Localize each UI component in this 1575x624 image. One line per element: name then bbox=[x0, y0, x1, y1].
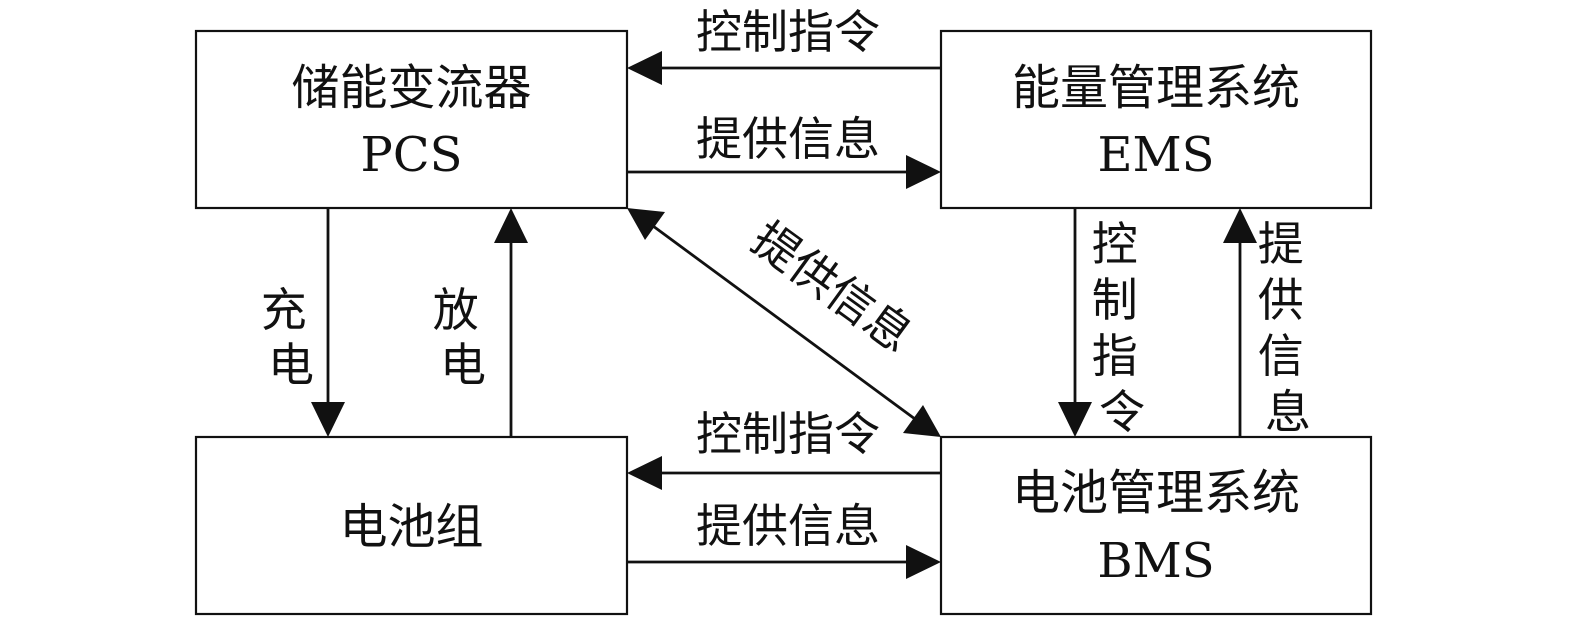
edge-pcs-bms-arrowhead-pcs bbox=[627, 208, 665, 240]
edge-ems-to-bms: 控 制 指 令 bbox=[1058, 208, 1153, 439]
edge-bms-to-battery-arrowhead bbox=[627, 456, 662, 490]
edge-bms-to-ems-arrowhead bbox=[1223, 208, 1257, 243]
edge-pcs-to-battery: 充 电 bbox=[261, 208, 345, 437]
edge-ems-to-bms-label-char-1: 控 bbox=[1092, 217, 1138, 271]
edge-bms-to-ems: 提 供 信 息 bbox=[1223, 208, 1319, 439]
edge-battery-to-pcs-label: 放 电 bbox=[433, 283, 494, 392]
edge-battery-to-bms-arrowhead bbox=[906, 545, 941, 579]
edge-battery-to-pcs-label-char-2: 电 bbox=[440, 338, 486, 392]
edge-ems-to-pcs-label: 控制指令 bbox=[696, 5, 880, 59]
edge-ems-to-bms-label: 控 制 指 令 bbox=[1092, 217, 1153, 439]
edge-pcs-to-battery-label-char-1: 充 bbox=[261, 283, 307, 337]
edge-bms-to-ems-label-char-3: 信 bbox=[1258, 329, 1304, 383]
battery-box-border bbox=[194, 435, 629, 616]
pcs-box-border bbox=[194, 29, 629, 210]
pcs-box: 储能变流器 PCS bbox=[194, 29, 629, 210]
edge-pcs-to-ems-arrowhead bbox=[906, 155, 941, 189]
edge-ems-to-bms-arrowhead bbox=[1058, 402, 1092, 437]
ems-box-border bbox=[939, 29, 1373, 210]
edge-ems-to-bms-label-char-3: 指 bbox=[1092, 329, 1138, 383]
edge-ems-to-bms-label-char-2: 制 bbox=[1092, 273, 1138, 327]
edge-pcs-to-battery-arrowhead bbox=[311, 402, 345, 437]
battery-box: 电池组 bbox=[194, 435, 629, 616]
edge-battery-to-bms-label: 提供信息 bbox=[696, 499, 880, 553]
pcs-box-name: 储能变流器 bbox=[291, 60, 531, 116]
edge-pcs-bms-label: 提供信息 bbox=[742, 211, 923, 363]
edge-bms-to-ems-label-char-1: 提 bbox=[1258, 217, 1304, 271]
bms-box-name: 电池管理系统 bbox=[1012, 465, 1300, 521]
edge-pcs-to-battery-label: 充 电 bbox=[261, 283, 322, 392]
edge-bms-to-ems-label: 提 供 信 息 bbox=[1258, 217, 1319, 439]
bms-box: 电池管理系统 BMS bbox=[939, 435, 1373, 616]
edge-pcs-to-battery-label-char-2: 电 bbox=[268, 338, 314, 392]
ems-box-name: 能量管理系统 bbox=[1012, 60, 1300, 116]
edge-bms-to-battery-label: 控制指令 bbox=[696, 407, 880, 461]
bms-box-border bbox=[939, 435, 1373, 616]
edge-pcs-bms: 提供信息 bbox=[627, 208, 941, 437]
edge-pcs-to-ems: 提供信息 bbox=[627, 112, 941, 189]
edge-pcs-bms-line bbox=[652, 224, 916, 421]
edge-battery-to-pcs: 放 电 bbox=[433, 208, 528, 437]
edge-ems-to-bms-label-char-4: 令 bbox=[1099, 385, 1145, 439]
ems-box-abbr: EMS bbox=[1097, 127, 1214, 183]
edge-ems-to-pcs-arrowhead bbox=[627, 51, 662, 85]
edge-battery-to-pcs-label-char-1: 放 bbox=[433, 283, 479, 337]
edge-pcs-to-ems-label: 提供信息 bbox=[696, 112, 880, 166]
pcs-box-abbr: PCS bbox=[361, 127, 463, 183]
edge-battery-to-bms: 提供信息 bbox=[627, 499, 941, 579]
edge-pcs-bms-arrowhead-bms bbox=[903, 405, 941, 437]
battery-box-name: 电池组 bbox=[339, 499, 483, 555]
edge-bms-to-ems-label-char-2: 供 bbox=[1258, 273, 1304, 327]
bms-box-abbr: BMS bbox=[1097, 533, 1214, 589]
edge-ems-to-pcs: 控制指令 bbox=[627, 5, 941, 85]
edge-battery-to-pcs-arrowhead bbox=[494, 208, 528, 243]
ems-box: 能量管理系统 EMS bbox=[939, 29, 1373, 210]
edge-bms-to-ems-label-char-4: 息 bbox=[1265, 385, 1311, 439]
edge-bms-to-battery: 控制指令 bbox=[627, 407, 941, 490]
